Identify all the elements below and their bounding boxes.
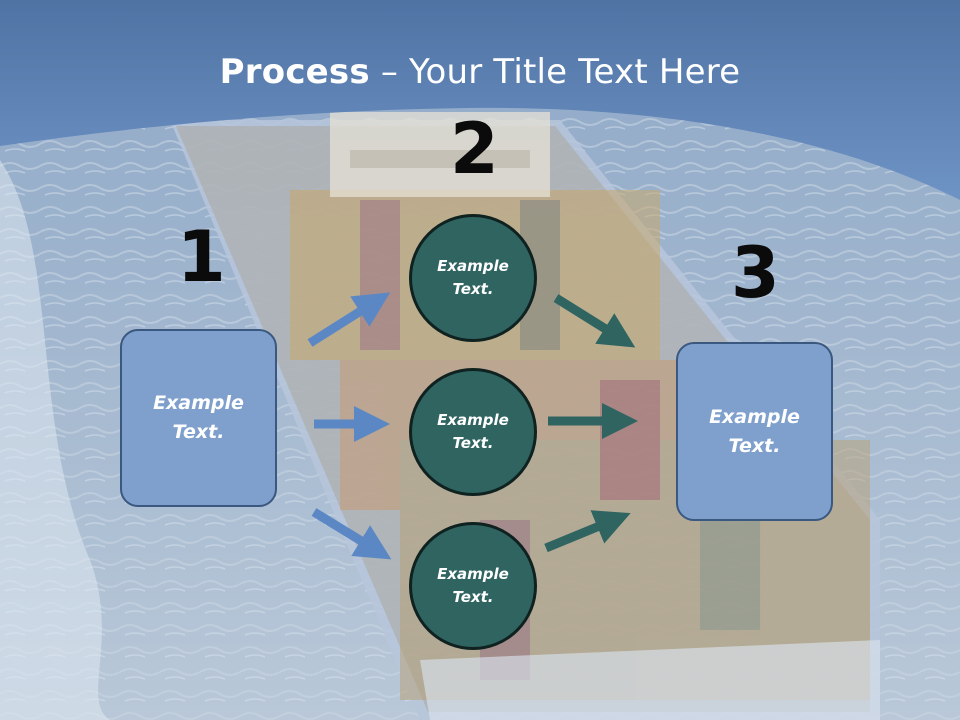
circle-bottom-text: Example Text. bbox=[437, 565, 509, 606]
title-rest-text: Your Title Text Here bbox=[409, 52, 741, 92]
title-bold-text: Process bbox=[219, 52, 370, 92]
circle-top-text: Example Text. bbox=[437, 257, 509, 298]
process-circle-top: Example Text. bbox=[409, 214, 537, 342]
arrow-left-to-bot bbox=[311, 508, 392, 560]
output-box-text: Example Text. bbox=[709, 405, 800, 457]
step-number-1: 1 bbox=[177, 216, 226, 298]
output-box: Example Text. bbox=[676, 342, 833, 521]
arrow-top-to-right bbox=[553, 294, 636, 348]
step-number-2: 2 bbox=[450, 108, 499, 190]
input-box: Example Text. bbox=[120, 329, 277, 507]
input-box-text: Example Text. bbox=[153, 392, 244, 443]
step-number-3: 3 bbox=[731, 232, 780, 314]
arrow-bot-to-right bbox=[544, 510, 631, 553]
title-dash: – bbox=[369, 52, 410, 92]
arrow-left-to-top bbox=[307, 292, 391, 347]
process-circle-middle: Example Text. bbox=[409, 368, 537, 496]
slide-title: Process – Your Title Text Here bbox=[0, 52, 960, 92]
process-circle-bottom: Example Text. bbox=[409, 522, 537, 650]
circle-middle-text: Example Text. bbox=[437, 411, 509, 452]
header-band bbox=[0, 0, 960, 200]
